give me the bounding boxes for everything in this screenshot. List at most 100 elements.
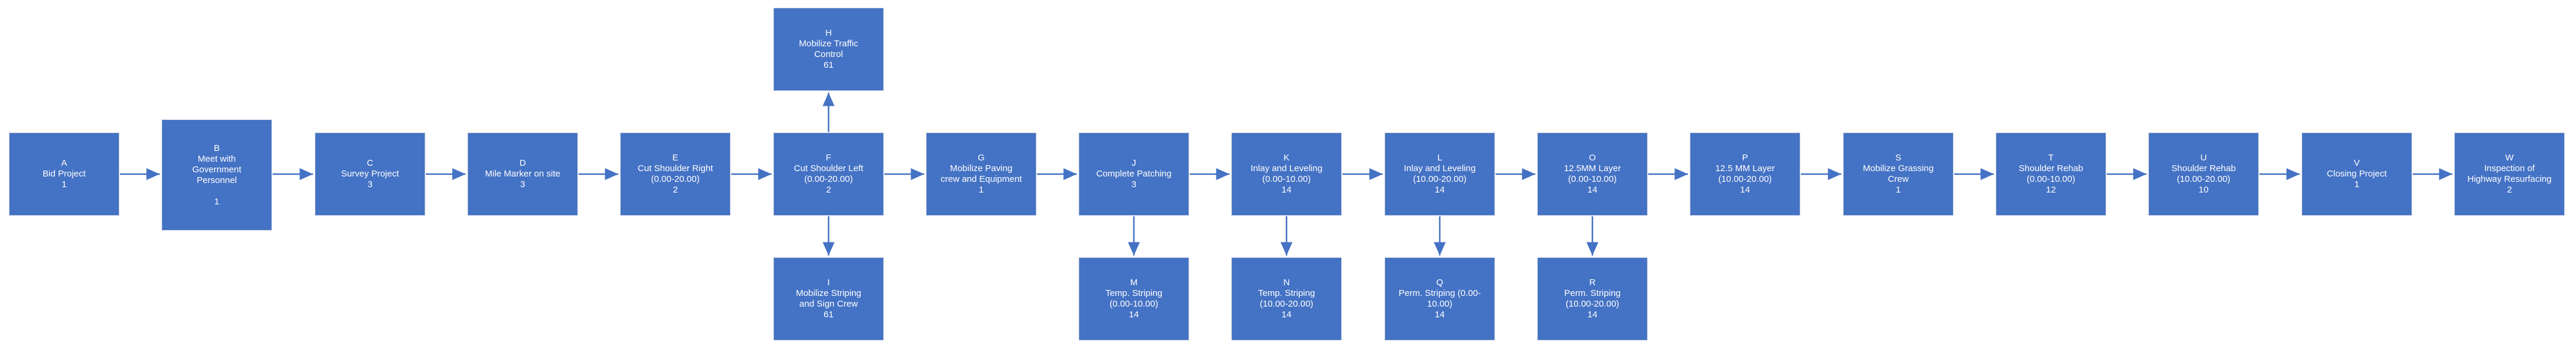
node-text-line: 14 [1434, 310, 1445, 320]
node-text-line: M [1130, 278, 1138, 288]
node-text-line: 1 [214, 196, 220, 207]
node-text-line: R [1589, 278, 1596, 288]
node-text-line: E [672, 153, 678, 163]
node-text-line: Mile Marker on site [485, 169, 561, 179]
node-text-line: Survey Project [341, 169, 399, 179]
node-text-line: 3 [1131, 179, 1137, 190]
node-text-line: (0.00-10.00) [1568, 174, 1617, 184]
node-text-line: 14 [1434, 185, 1445, 195]
node-text-line: 2 [2507, 185, 2512, 195]
node-text-line: 12.5 MM Layer [1715, 163, 1775, 174]
node-text-line: C [366, 158, 374, 168]
node-text-line: B [213, 143, 220, 153]
node-text-line: Mobilize Paving [950, 163, 1013, 174]
node-text-line: 1 [61, 179, 67, 190]
node-text-line: 61 [823, 310, 834, 320]
node-text-line: 1 [1895, 185, 1901, 195]
node-text-line: Meet with [197, 153, 236, 164]
node-text-line: Cut Shoulder Left [794, 163, 864, 174]
node-text-line: Shoulder Rehab [2018, 163, 2084, 174]
node-text-line: Control [814, 49, 843, 59]
node-text-line: (10.00-20.00) [1565, 299, 1620, 309]
node-text-line: 3 [367, 179, 373, 190]
node-text-line: (10.00-20.00) [1259, 299, 1314, 309]
node-text-line: Personnel [197, 175, 237, 185]
node-text-line: Shoulder Rehab [2171, 163, 2236, 174]
node-text-line: 12.5MM Layer [1564, 163, 1621, 174]
node-text-line: (0.00-20.00) [804, 174, 853, 184]
node-text-line: S [1895, 153, 1901, 163]
node-text-line: 14 [1281, 185, 1292, 195]
node-text-line: K [1283, 153, 1289, 163]
node-text-line: U [2200, 153, 2207, 163]
node-text-line: 14 [1281, 310, 1292, 320]
node-text-line: L [1437, 153, 1443, 163]
node-text-line: A [61, 158, 67, 168]
node-text-line: Highway Resurfacing [2467, 174, 2552, 184]
node-text-line: O [1589, 153, 1596, 163]
node-text-line: (10.00-20.00) [2176, 174, 2231, 184]
node-text-line: Mobilize Traffic [799, 39, 858, 49]
node-text-line: V [2353, 158, 2360, 168]
node-text-line: P [1741, 153, 1748, 163]
node-text-line: Mobilize Grassing [1863, 163, 1934, 174]
node-text-line: Perm. Striping (0.00- [1398, 288, 1481, 298]
node-text-line: N [1283, 278, 1290, 288]
node-text-line: 10.00) [1427, 299, 1453, 309]
node-text-line: Q [1436, 278, 1443, 288]
node-text-line: Crew [1888, 174, 1909, 184]
node-text-line: Inlay and Leveling [1404, 163, 1476, 174]
node-text-line: (10.00-20.00) [1718, 174, 1772, 184]
node-text-line: 14 [1740, 185, 1750, 195]
node-text-line: Inspection of [2484, 163, 2535, 174]
node-text-line: crew and Equipment [940, 174, 1022, 184]
node-text-line: Mobilize Striping [795, 288, 862, 298]
node-text-line: Bid Project [42, 169, 86, 179]
node-text-line: (0.00-10.00) [1262, 174, 1311, 184]
node-text-line: J [1131, 158, 1136, 168]
node-text-line: I [827, 278, 830, 288]
node-text-line: (0.00-10.00) [2027, 174, 2075, 184]
node-text-line: 14 [1587, 310, 1598, 320]
node-text-line: (0.00-10.00) [1110, 299, 1158, 309]
node-text-line: 14 [1129, 310, 1139, 320]
node-text-line: Temp. Striping [1105, 288, 1162, 298]
node-text-line: Inlay and Leveling [1250, 163, 1323, 174]
node-text-line: Temp. Striping [1258, 288, 1315, 298]
node-text-line: G [978, 153, 985, 163]
node-text-line [166, 186, 268, 197]
node-text-line: 1 [2354, 179, 2360, 190]
node-text-line: 14 [1587, 185, 1598, 195]
node-text-line: (10.00-20.00) [1412, 174, 1467, 184]
node-text-line: and Sign Crew [799, 299, 858, 309]
node-text-line: T [2048, 153, 2054, 163]
node-text-line: H [825, 28, 832, 38]
node-text-line: 3 [520, 179, 526, 190]
node-text-line: 2 [826, 185, 832, 195]
